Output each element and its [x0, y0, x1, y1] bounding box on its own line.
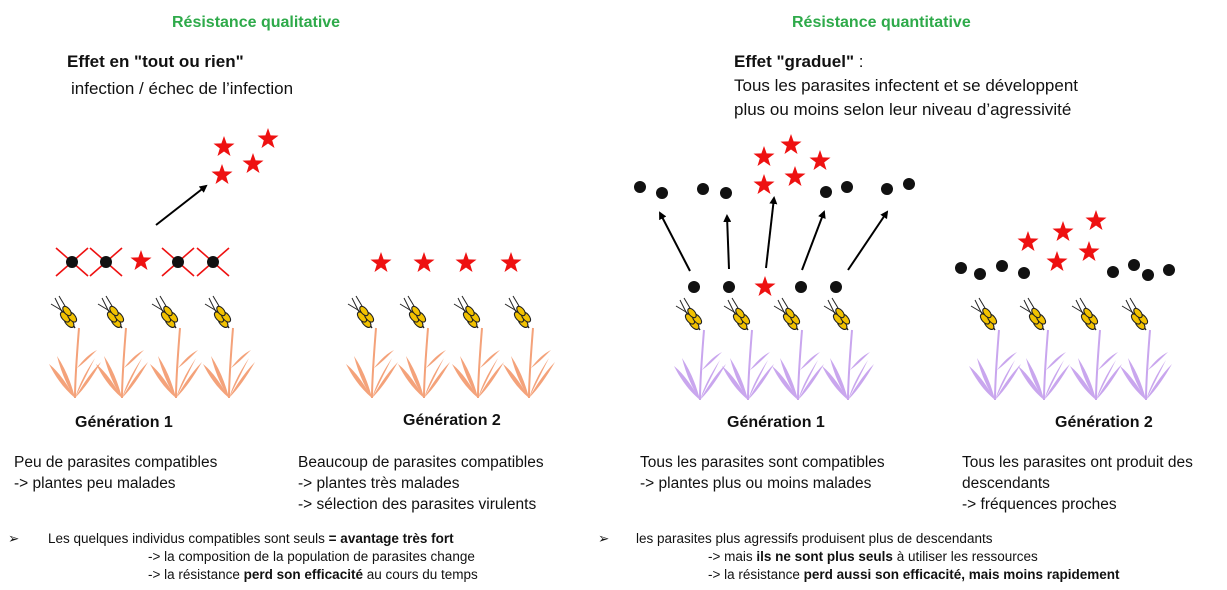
right-bullet-marker: ➢ — [598, 531, 610, 546]
left-gen2-desc-line: -> plantes très malades — [298, 475, 460, 492]
left-gen1-plants — [48, 295, 256, 399]
right-gen2-description: Tous les parasites ont produit des desce… — [962, 452, 1193, 515]
right-effect-colon: : — [854, 52, 864, 71]
left-section-title: Résistance qualitative — [172, 14, 341, 31]
right-gen2-desc-line: -> fréquences proches — [962, 496, 1117, 513]
left-bullet-bold: perd son efficacité — [243, 567, 363, 582]
left-bullet-text: au cours du temps — [362, 567, 478, 582]
right-gen2-label: Génération 2 — [1055, 414, 1153, 431]
left-gen2-desc-line: -> sélection des parasites virulents — [298, 496, 537, 513]
left-gen1-flying-stars — [211, 128, 279, 184]
right-gen2-desc-line: descendants — [962, 475, 1050, 492]
right-effect-title: Effet "graduel" — [734, 52, 855, 71]
left-effect-text: infection / échec de l’infection — [71, 79, 294, 98]
right-bullet-line-3: -> la résistance perd aussi son efficaci… — [708, 567, 1120, 583]
right-gen1-offspring — [634, 134, 915, 199]
right-bullet-line-1: les parasites plus agressifs produisent … — [636, 531, 993, 546]
left-effect-title: Effet en "tout ou rien" — [67, 52, 244, 71]
left-bullet-marker: ➢ — [8, 531, 20, 546]
left-bullet-text: -> la résistance — [148, 567, 244, 582]
right-effect-heading: Effet "graduel" : — [734, 50, 863, 73]
right-bullet-text: à utiliser les ressources — [892, 549, 1038, 564]
left-gen2-description: Beaucoup de parasites compatibles -> pla… — [298, 452, 544, 515]
right-gen2-parasites — [955, 210, 1175, 281]
left-bullet-line-3: -> la résistance perd son efficacité au … — [148, 567, 478, 583]
right-gen1-desc-line: Tous les parasites sont compatibles — [640, 454, 885, 471]
right-gen2-plants — [968, 297, 1173, 401]
left-gen1-parasites — [55, 247, 230, 277]
right-gen2-desc-line: Tous les parasites ont produit des — [962, 454, 1193, 471]
right-gen1-arrows — [659, 196, 889, 272]
right-effect-text-1: Tous les parasites infectent et se dével… — [734, 76, 1078, 95]
left-bullet-bold: = avantage très fort — [328, 531, 454, 546]
right-gen1-plants — [673, 297, 875, 401]
right-bullet-text: -> mais — [708, 549, 757, 564]
left-bullet-text: Les quelques individus compatibles sont … — [48, 531, 329, 546]
left-gen1-description: Peu de parasites compatibles -> plantes … — [14, 452, 217, 494]
right-effect-text-2: plus ou moins selon leur niveau d’agress… — [734, 100, 1072, 119]
left-gen2-parasites — [370, 252, 522, 272]
right-bullet-line-2: -> mais ils ne sont plus seuls à utilise… — [708, 549, 1038, 565]
right-gen1-desc-line: -> plantes plus ou moins malades — [640, 475, 872, 492]
left-gen1-desc-line: Peu de parasites compatibles — [14, 454, 218, 471]
right-bullet-bold: ils ne sont plus seuls — [756, 549, 893, 564]
left-gen2-label: Génération 2 — [403, 412, 501, 429]
right-gen1-description: Tous les parasites sont compatibles -> p… — [640, 452, 885, 494]
left-gen1-desc-line: -> plantes peu malades — [14, 475, 176, 492]
left-gen1-label: Génération 1 — [75, 414, 173, 431]
right-gen1-label: Génération 1 — [727, 414, 825, 431]
right-gen1-parasites — [688, 276, 842, 296]
left-bullet-line-1: Les quelques individus compatibles sont … — [48, 531, 454, 547]
right-section-title: Résistance quantitative — [792, 14, 971, 31]
right-bullet-bold: perd aussi son efficacité, mais moins ra… — [803, 567, 1120, 582]
left-gen1-arrow — [155, 184, 208, 226]
left-gen2-plants — [345, 295, 556, 399]
left-bullet-line-2: -> la composition de la population de pa… — [148, 549, 475, 564]
right-bullet-text: -> la résistance — [708, 567, 804, 582]
left-gen2-desc-line: Beaucoup de parasites compatibles — [298, 454, 544, 471]
